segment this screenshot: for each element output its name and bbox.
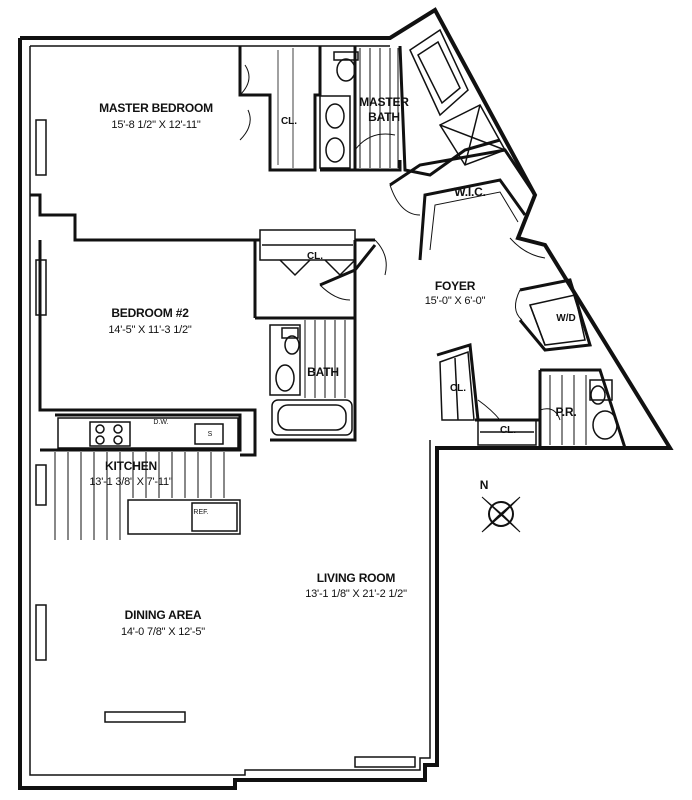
vanity-sinks	[319, 95, 351, 169]
living-room-dims: 13'-1 1/8" X 21'-2 1/2"	[305, 588, 407, 600]
wic-label: W.I.C.	[454, 185, 486, 199]
compass-north-label: N	[479, 478, 489, 492]
washer-dryer	[528, 294, 586, 346]
master-tub	[409, 28, 469, 117]
bath-tiles	[304, 320, 346, 398]
master-bath-tiles	[359, 48, 399, 168]
dishwasher-label: D.W.	[153, 419, 169, 426]
bedroom2-closet	[259, 229, 356, 277]
exterior-inner-line	[29, 45, 431, 776]
refrigerator-label: REF.	[193, 509, 209, 516]
foyer-dims: 15'-0" X 6'-0"	[424, 295, 486, 307]
master-bath-label-line2: BATH	[368, 110, 400, 124]
windows	[35, 119, 416, 768]
master-shower	[438, 104, 507, 166]
kitchen-floor-tiles	[54, 452, 225, 540]
compass-rose	[481, 496, 521, 533]
master-closet-label: CL.	[280, 116, 298, 127]
wd-label: W/D	[556, 313, 576, 324]
master-toilet	[333, 51, 359, 82]
kitchen-dims: 13'-1 3/8" X 7'-11"	[89, 476, 173, 488]
foyer-label: FOYER	[434, 279, 476, 293]
sink-label: S	[207, 431, 213, 438]
master-bedroom-label: MASTER BEDROOM	[99, 101, 213, 115]
kitchen-counters	[57, 417, 241, 535]
powder-room-tiles	[549, 375, 587, 445]
bath-label: BATH	[307, 365, 339, 379]
dining-area-dims: 14'-0 7/8" X 12'-5"	[120, 626, 206, 638]
powder-room-label: P.R.	[555, 405, 577, 419]
living-room-label: LIVING ROOM	[316, 571, 396, 585]
master-bedroom-dims: 15'-8 1/2" X 12'-11"	[111, 119, 201, 131]
master-closet-hatch	[277, 48, 294, 168]
bedroom2-closet-label: CL.	[306, 251, 324, 262]
foyer-closet-bottom-label: CL.	[499, 425, 517, 436]
bedroom2-label: BEDROOM #2	[111, 306, 189, 320]
master-bath-label-line1: MASTER	[359, 95, 409, 109]
dining-area-label: DINING AREA	[124, 608, 202, 622]
exterior-walls	[18, 7, 674, 790]
foyer-closets	[439, 350, 537, 446]
kitchen-label: KITCHEN	[105, 459, 157, 473]
foyer-closet-left-label: CL.	[449, 383, 467, 394]
wic-rods	[429, 191, 519, 251]
door-swings	[239, 64, 561, 421]
powder-room-fixtures	[589, 379, 618, 440]
bedroom2-bath-fixtures	[269, 324, 353, 436]
bedroom2-dims: 14'-5" X 11'-3 1/2"	[108, 324, 192, 336]
